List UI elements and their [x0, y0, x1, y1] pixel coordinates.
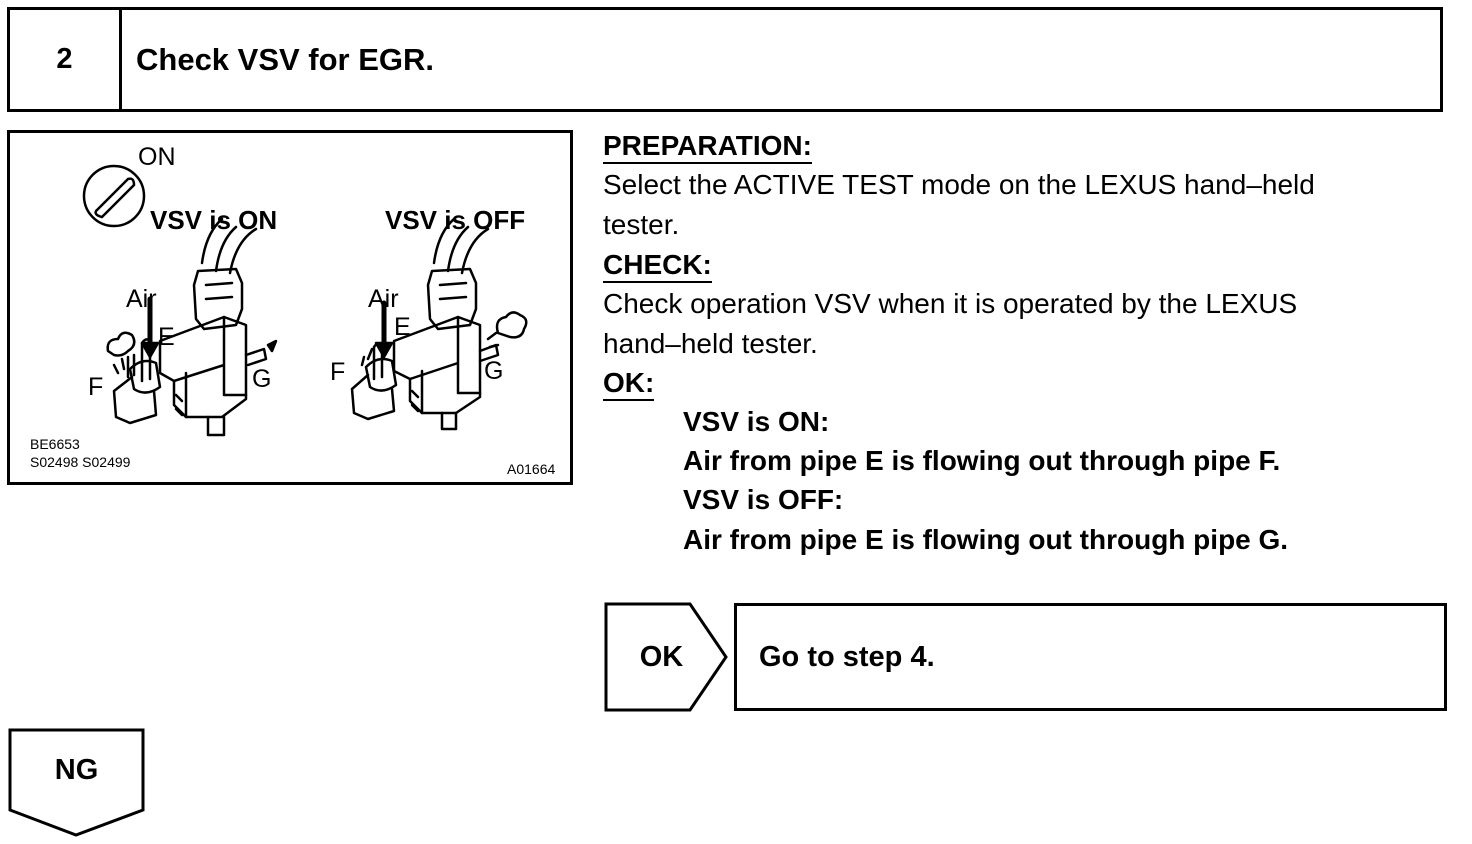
ok-arrow-tag	[604, 602, 728, 712]
ng-label: NG	[54, 753, 99, 786]
vsv-on-label: VSV is ON	[150, 205, 278, 235]
ng-arrow-tag	[8, 728, 145, 837]
ignition-key-icon	[82, 164, 146, 228]
port-e-label-on: E	[158, 323, 175, 351]
check-line-1: Check operation VSV when it is operated …	[603, 288, 1298, 319]
vsv-off-label: VSV is OFF	[385, 205, 526, 235]
ok-label: OK	[639, 640, 684, 673]
air-label-off: Air	[368, 285, 399, 313]
port-g-label-off: G	[484, 357, 504, 385]
ok-result-box: Go to step 4.	[734, 603, 1447, 711]
vsv-off-drawing	[350, 217, 528, 431]
ok-line-4: Air from pipe E is flowing out through p…	[683, 524, 1289, 555]
figure-code-left-2: S02498 S02499	[30, 454, 131, 470]
ok-line-1: VSV is ON:	[683, 406, 830, 437]
ok-result-text: Go to step 4.	[759, 640, 935, 673]
vsv-on-drawing	[106, 217, 278, 437]
vsv-diagram	[82, 164, 528, 437]
preparation-heading: PREPARATION:	[603, 126, 812, 166]
check-line-2: hand–held tester.	[603, 328, 818, 359]
preparation-line-2: tester.	[603, 209, 680, 240]
ok-line-2: Air from pipe E is flowing out through p…	[683, 445, 1281, 476]
check-heading: CHECK:	[603, 245, 712, 285]
step-number: 2	[10, 10, 122, 109]
port-g-label-on: G	[252, 365, 272, 393]
step-title: Check VSV for EGR.	[136, 41, 435, 77]
air-label-on: Air	[126, 285, 157, 313]
port-f-label-on: F	[88, 373, 104, 401]
ok-line-3: VSV is OFF:	[683, 484, 844, 515]
port-e-label-off: E	[394, 313, 411, 341]
preparation-line-1: Select the ACTIVE TEST mode on the LEXUS…	[603, 169, 1315, 200]
port-f-label-off: F	[330, 358, 346, 386]
vsv-illustration: ON VSV is ON VSV is OFF Air E F G Air E …	[7, 130, 573, 485]
ignition-on-label: ON	[138, 143, 176, 171]
ok-heading: OK:	[603, 363, 655, 403]
figure-code-right: A01664	[507, 461, 556, 477]
step-header: 2 Check VSV for EGR.	[7, 7, 1443, 112]
figure-code-left-1: BE6653	[30, 436, 80, 452]
